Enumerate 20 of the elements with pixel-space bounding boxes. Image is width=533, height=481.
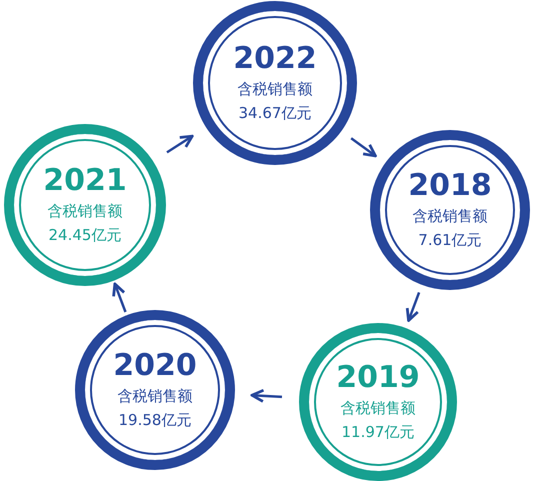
sales-label: 含税销售额 bbox=[412, 206, 488, 227]
arrow bbox=[406, 292, 420, 322]
year-label: 2018 bbox=[408, 168, 492, 204]
arrow bbox=[350, 137, 377, 158]
sales-label: 含税销售额 bbox=[118, 386, 192, 407]
year-label: 2022 bbox=[233, 41, 317, 77]
sales-label: 含税销售额 bbox=[238, 79, 312, 100]
sales-value: 34.67亿元 bbox=[238, 103, 312, 124]
sales-value: 19.58亿元 bbox=[118, 410, 192, 431]
year-label: 2019 bbox=[336, 360, 420, 396]
sales-value: 11.97亿元 bbox=[342, 422, 414, 443]
sales-label: 含税销售额 bbox=[48, 201, 122, 222]
arrow bbox=[166, 134, 194, 154]
sales-value: 24.45亿元 bbox=[48, 225, 122, 246]
arrow bbox=[250, 388, 282, 403]
year-label: 2020 bbox=[113, 348, 197, 384]
year-label: 2021 bbox=[43, 163, 127, 199]
sales-label: 含税销售额 bbox=[340, 398, 416, 419]
sales-value: 7.61亿元 bbox=[418, 230, 482, 251]
arrow bbox=[112, 282, 127, 312]
